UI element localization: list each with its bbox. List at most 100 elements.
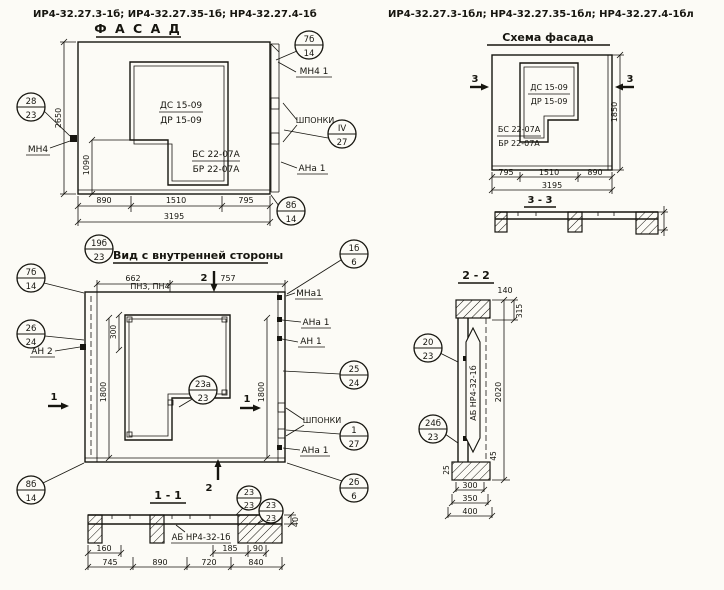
dim-350: 350 (462, 494, 477, 503)
scheme-panel-mark-bottom: БР 22-07А (498, 139, 540, 148)
dim-720: 720 (201, 558, 216, 567)
scheme-dim-890: 890 (587, 168, 602, 177)
facade-dim-1510: 1510 (166, 196, 186, 205)
dim-90: 90 (253, 544, 263, 553)
embed-mark (70, 135, 77, 142)
inner-dim-662: 662 (125, 274, 140, 283)
callout-top: 26 (26, 324, 37, 334)
facade-label-mn4-1: МН4 1 (300, 67, 329, 77)
callout-23-23-a: 23 23 (236, 485, 262, 511)
section-mark-1-right: 1 (244, 394, 251, 405)
inner-panel-outline (84, 291, 286, 463)
dim-400: 400 (462, 507, 477, 516)
section-mark-2-top: 2 (201, 273, 208, 284)
facade-dim-height: 2650 (54, 108, 63, 128)
facade-label-shponki: ШПОНКИ (296, 116, 335, 125)
section-1-1-title: 1 - 1 (154, 489, 182, 502)
facade-panel-mark-bottom: БР 22-07А (193, 165, 241, 175)
callout-8b-14-inner: 8б 14 (16, 475, 46, 505)
header-right: ИР4-32.27.3-1бл; НР4-32.27.35-1бл; НР4-3… (388, 8, 694, 20)
scheme-drawing: Схема фасада ДС 15-09 ДР 15-09 БС 22-07А… (470, 31, 668, 236)
inner-dim-300: 300 (109, 325, 118, 340)
inner-label-an2: АН 2 (31, 347, 53, 357)
callout-bottom: 23 (266, 514, 276, 523)
facade-drawing: Ф А С А Д ДС 15-09 ДР 15-09 БС 22-07А БР… (16, 21, 357, 226)
inner-dim-1800-right: 1800 (257, 382, 266, 402)
dim-45: 45 (489, 451, 498, 461)
dim-140: 140 (497, 286, 512, 295)
inner-label-mna1: МНа1 (296, 289, 322, 299)
callout-8b-14: 8б 14 (276, 196, 306, 226)
callout-bottom: 23 (428, 433, 439, 443)
callout-23a-23: 23а 23 (188, 375, 218, 405)
facade-dim-890: 890 (96, 196, 111, 205)
callout-24b-23: 24б 23 (418, 414, 448, 444)
dim-300: 300 (462, 481, 477, 490)
callout-bottom: 23 (244, 501, 254, 510)
section-mark-3-right: 3 (627, 74, 634, 85)
callout-2b-6: 2б 6 (339, 473, 369, 503)
callout-1-27: 1 27 (339, 421, 369, 451)
scheme-panel-mark-top: БС 22-07А (498, 125, 541, 134)
section-1-1-label: АБ НР4-32-1б (172, 533, 231, 543)
section-2-2-drawing: 2 - 2 АБ НР4-32-1б 2020 315 140 25 45 30… (413, 269, 524, 520)
callout-top: 19б (91, 239, 107, 249)
facade-dim-total: 3195 (164, 212, 184, 221)
facade-label-ana1: АНа 1 (298, 164, 325, 174)
callout-bottom: 14 (304, 49, 315, 59)
header-left: ИР4-32.27.3-1б; ИР4-32.27.35-1б; НР4-32.… (33, 8, 317, 20)
callout-bottom: 23 (94, 253, 105, 263)
callout-top: IV (338, 124, 347, 134)
callout-bottom: 14 (26, 282, 37, 292)
dim-890: 890 (152, 558, 167, 567)
inner-dim-757: 757 (220, 274, 235, 283)
section-1-1-drawing: 1 - 1 АБ НР4-32-1б 160 185 90 745 890 72… (84, 485, 300, 571)
callout-iv-27: IV 27 (327, 119, 357, 149)
inner-opening (124, 314, 231, 441)
inner-dim-1800-left: 1800 (99, 382, 108, 402)
callout-26-24: 26 24 (16, 319, 46, 349)
scheme-dim-height: 1850 (610, 102, 619, 122)
callout-top: 25 (349, 365, 360, 375)
section-2-2-label: АБ НР4-32-1б (469, 365, 478, 420)
dim-160: 160 (96, 544, 111, 553)
callout-top: 23 (244, 488, 254, 497)
callout-1b-6: 1б 6 (339, 239, 369, 269)
inner-label-ana1-bottom: АНа 1 (301, 446, 328, 456)
callout-19b-23: 19б 23 (84, 234, 114, 264)
callout-top: 8б (286, 201, 297, 211)
callout-20-23: 20 23 (413, 333, 443, 363)
dim-745: 745 (102, 558, 117, 567)
dim-185: 185 (222, 544, 237, 553)
callout-23-23-b: 23 23 (258, 498, 284, 524)
scheme-dim-1510: 1510 (539, 168, 559, 177)
inner-label-shponki: ШПОНКИ (303, 416, 342, 425)
callout-top: 7б (26, 268, 37, 278)
scheme-panel-outline (491, 54, 613, 171)
dim-25: 25 (442, 465, 451, 475)
callout-bottom: 23 (423, 352, 434, 362)
inner-label-pn: ПН3, ПН4 (130, 282, 169, 291)
callout-bottom: 6 (351, 492, 356, 502)
scheme-title: Схема фасада (502, 31, 593, 44)
section-2-2-title: 2 - 2 (462, 269, 490, 282)
callout-top: 24б (425, 419, 441, 429)
callout-top: 8б (26, 480, 37, 490)
inner-title: Вид с внутренней стороны (113, 249, 283, 262)
facade-panel-outline (77, 41, 271, 195)
facade-label-mn4: МН4 (28, 145, 49, 155)
facade-panel-mark-top: БС 22-07А (192, 150, 240, 160)
callout-top: 2б (349, 478, 360, 488)
section-mark-3-left: 3 (472, 74, 479, 85)
scheme-door-mark-bottom: ДР 15-09 (531, 97, 568, 106)
callout-bottom: 6 (351, 258, 356, 268)
inner-label-ana1-top: АНа 1 (302, 318, 329, 328)
callout-top: 1 (351, 426, 356, 436)
scheme-dim-total: 3195 (542, 181, 562, 190)
callout-top: 20 (423, 338, 434, 348)
scheme-door-mark-top: ДС 15-09 (530, 83, 568, 92)
facade-door-mark-top: ДС 15-09 (160, 101, 203, 111)
callout-bottom: 14 (26, 494, 37, 504)
facade-dim-1090: 1090 (82, 155, 91, 175)
